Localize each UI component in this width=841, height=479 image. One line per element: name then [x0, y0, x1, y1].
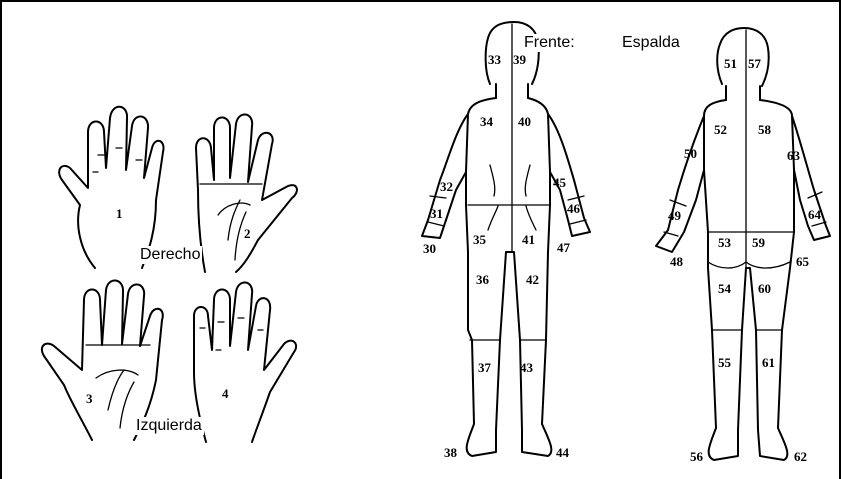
zone-label: 38 [444, 445, 458, 460]
zone-label: 36 [476, 272, 490, 287]
zone-label: 61 [762, 355, 775, 370]
zone-label: 3 [86, 391, 93, 406]
hand-left-back: 4 [194, 282, 296, 442]
front-body-figure: 33 39 34 40 32 31 30 45 46 47 35 41 36 4… [422, 22, 590, 460]
zone-label: 63 [787, 148, 801, 163]
hand-right-back: 1 [59, 107, 163, 268]
caption-derecho: Derecho [138, 246, 202, 264]
zone-label: 52 [714, 122, 727, 137]
zone-label: 2 [244, 226, 251, 241]
zone-label: 46 [567, 201, 581, 216]
zone-label: 49 [668, 208, 682, 223]
zone-label: 45 [553, 175, 567, 190]
zone-label: 41 [522, 232, 535, 247]
zone-label: 37 [478, 360, 492, 375]
zone-label: 42 [526, 272, 539, 287]
zone-label: 62 [794, 449, 807, 464]
zone-label: 39 [513, 52, 527, 67]
zone-label: 1 [116, 206, 123, 221]
zone-label: 48 [670, 254, 684, 269]
zone-label: 56 [690, 449, 704, 464]
zone-label: 31 [430, 206, 443, 221]
zone-label: 57 [748, 56, 762, 71]
zone-label: 58 [758, 122, 772, 137]
zone-label: 51 [724, 56, 737, 71]
zone-label: 65 [796, 254, 810, 269]
zone-label: 30 [423, 241, 436, 256]
caption-izquierda: Izquierda [134, 417, 204, 435]
back-body-figure: 51 57 52 58 50 49 48 63 64 65 53 59 54 6… [656, 28, 830, 464]
zone-label: 34 [480, 114, 494, 129]
zone-label: 44 [556, 445, 570, 460]
zone-label: 53 [718, 235, 732, 250]
zone-label: 64 [808, 207, 822, 222]
zone-label: 40 [518, 114, 531, 129]
zone-label: 43 [520, 360, 534, 375]
zone-label: 47 [557, 240, 571, 255]
zone-label: 54 [718, 281, 732, 296]
zone-label: 4 [222, 386, 229, 401]
zone-label: 35 [473, 232, 487, 247]
zone-label: 59 [752, 235, 766, 250]
caption-espalda: Espalda [620, 34, 682, 52]
zone-label: 60 [758, 281, 771, 296]
hand-right-palm: 2 [196, 114, 297, 272]
zone-label: 33 [488, 52, 502, 67]
zone-label: 55 [718, 355, 732, 370]
zone-label: 32 [440, 179, 453, 194]
zone-label: 50 [684, 146, 697, 161]
caption-frente: Frente: [522, 34, 577, 52]
